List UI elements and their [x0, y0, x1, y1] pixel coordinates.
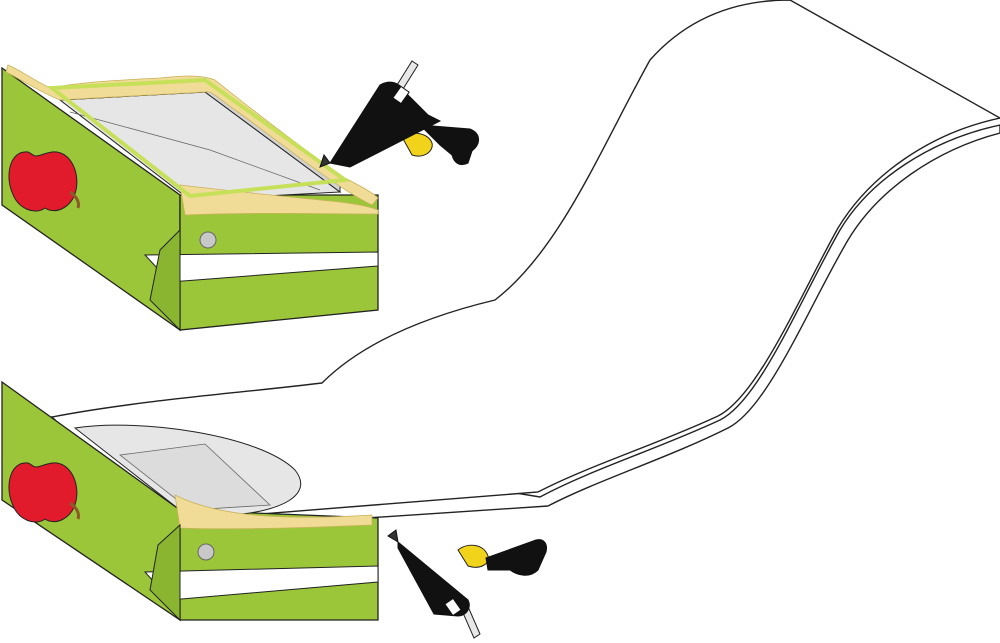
bottom-box-fold [149, 523, 181, 622]
hot-glue-gun-icon [319, 60, 479, 168]
glue-trigger [457, 544, 489, 568]
apple-icon [8, 151, 80, 212]
top-box-fold [149, 228, 181, 332]
top-box-interior-crease [69, 111, 321, 191]
curved-sheet-surface [50, 0, 1000, 521]
top-box-rivet [199, 231, 217, 249]
bottom-box [1, 380, 379, 622]
bottom-box-opening [73, 424, 302, 516]
apple-icon [8, 462, 80, 523]
top-box [1, 64, 379, 332]
bottom-box-glue [174, 494, 373, 530]
top-box-glue-rim [5, 64, 379, 206]
top-box-rim [46, 77, 351, 199]
hot-glue-gun-icon [387, 529, 547, 639]
bottom-box-rivet [197, 543, 215, 561]
